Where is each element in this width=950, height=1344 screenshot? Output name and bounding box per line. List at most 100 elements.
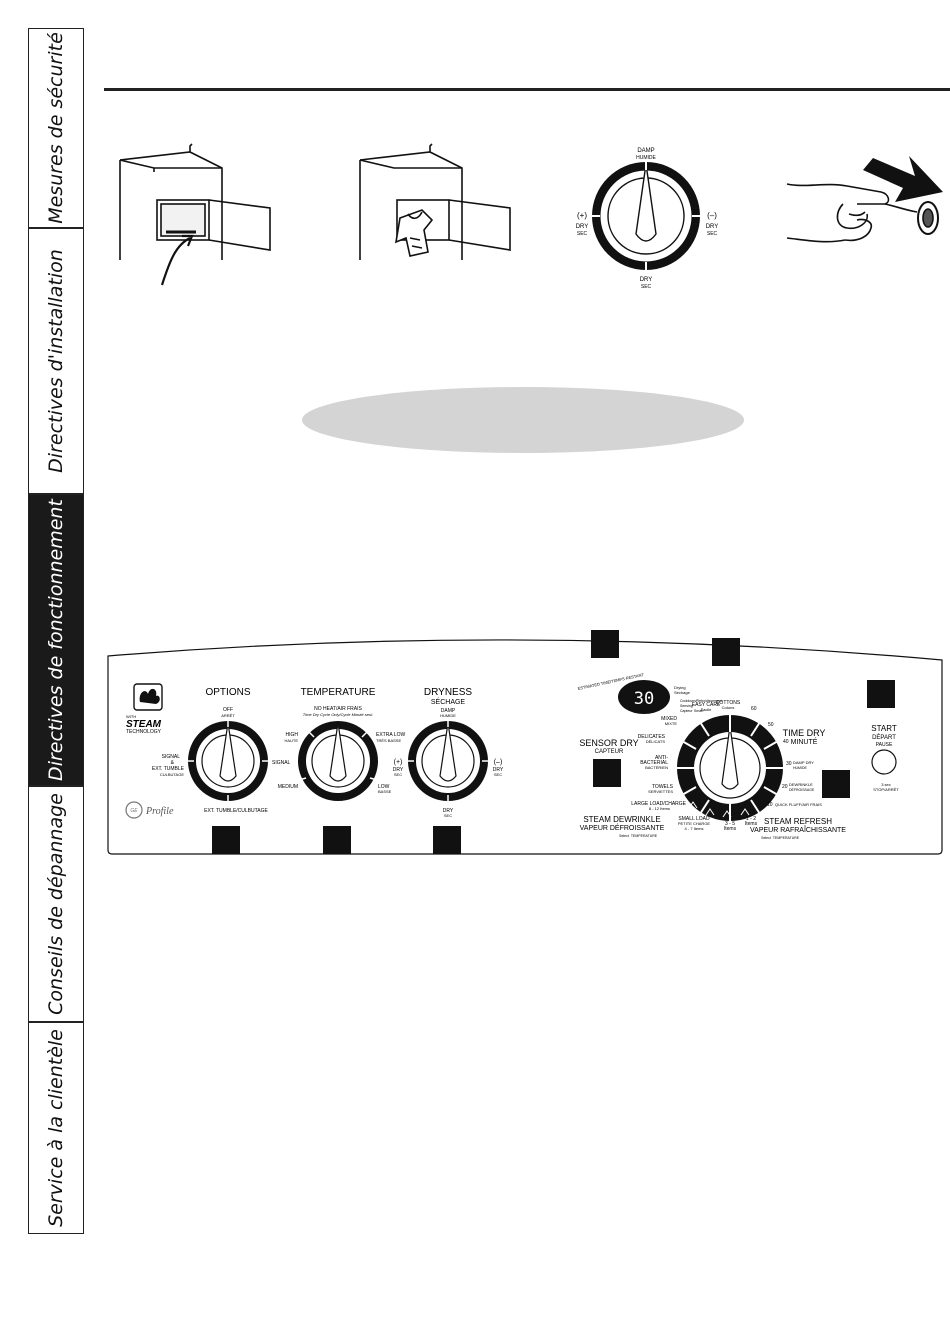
callout-marker (433, 826, 461, 854)
steam-dewrinkle-select: Select (619, 834, 629, 838)
side-tabs: Mesures de sécurité Directives d'install… (28, 28, 86, 1234)
time-20: 20 (782, 784, 788, 790)
start-button[interactable] (871, 749, 897, 775)
temperature-noheat: NO HEAT/AIR FRAIS (314, 706, 362, 712)
dryness-title2: SÉCHAGE (431, 697, 466, 706)
tab-directives-installation[interactable]: Directives d'installation (28, 228, 84, 494)
pause-label: PAUSE (876, 742, 893, 748)
callout-marker (712, 638, 740, 666)
mini-dial-bottom2: SEC (641, 284, 652, 290)
options-knob[interactable] (187, 720, 269, 802)
cycle-dial[interactable] (677, 715, 783, 821)
cycle-three2: Items (724, 826, 737, 832)
cycle-anti: ANTI- (655, 755, 668, 761)
dryness-dry: DRY (443, 808, 454, 814)
time-dry-label: TIME DRY (783, 728, 826, 738)
mini-dial-right2: DRY (706, 224, 719, 230)
tab-label: Directives d'installation (45, 249, 67, 473)
brand-profile: Profile (145, 806, 174, 817)
dryness-plus3: SEC (394, 772, 402, 777)
dryness-minus3: SEC (494, 772, 502, 777)
tab-label: Mesures de sécurité (45, 32, 67, 224)
callout-marker (591, 630, 619, 658)
cycle-bacterien: BACTÉRIEN (645, 765, 668, 770)
cycle-cottons: COTTONS (716, 700, 741, 706)
tab-conseils-depannage[interactable]: Conseils de dépannage (28, 786, 84, 1022)
time-fluff: QUICK FLUFF/AIR FRAIS (775, 802, 822, 807)
mini-dial-left2: DRY (576, 224, 589, 230)
cycle-towels: TOWELS (652, 784, 674, 790)
callout-marker (593, 759, 621, 787)
dryness-plus2: DRY (393, 767, 404, 773)
tab-service-clientele[interactable]: Service à la clientèle (28, 1022, 84, 1234)
brand-ge: GE (130, 808, 138, 814)
cycle-cooldown: Cooldown/Refroidissement (680, 699, 722, 703)
callout-marker (323, 826, 351, 854)
temperature-extralow: EXTRA LOW (376, 732, 405, 738)
mini-dial-right: (–) (707, 211, 717, 220)
cycle-sensing: Sensing (680, 704, 693, 708)
display-value: 30 (634, 689, 654, 709)
cycle-bacterial: BACTERIAL (640, 760, 668, 766)
dryness-dial-illustration: DAMP HUMIDE (+) DRY SEC (–) DRY SEC DRY … (576, 148, 719, 290)
tab-mesures-de-securite[interactable]: Mesures de sécurité (28, 28, 84, 228)
time-40: 40 (783, 739, 789, 745)
cycle-easycare: EASY CARE (692, 702, 721, 708)
tab-label: Directives de fonctionnement (45, 499, 67, 781)
options-culbutage: CULBUTAGE (160, 772, 184, 777)
cycle-one2: Items (745, 821, 758, 827)
options-off: OFF (223, 707, 233, 713)
options-off2: ARRÊT (221, 713, 235, 718)
steam-refresh-label: STEAM REFRESH (764, 817, 832, 826)
time-50: 50 (768, 722, 774, 728)
temperature-medium: MEDIUM (278, 784, 298, 790)
time-10: 10 (767, 802, 773, 808)
temperature-knob[interactable] (298, 721, 378, 801)
steam-refresh-temp: TEMPERATURE (773, 836, 800, 840)
time-dewrinkle: DEWRINKLE (789, 782, 813, 787)
mini-dial-top2: HUMIDE (636, 155, 656, 161)
callout-marker (867, 680, 895, 708)
cycle-delicates: DELICATES (638, 734, 666, 740)
options-signal-right: SIGNAL (272, 760, 291, 766)
highlight-oval (302, 387, 744, 453)
options-ext-tumble: EXT. TUMBLE (152, 766, 185, 772)
depart-label: DÉPART (872, 734, 896, 741)
dryer-lint-filter-illustration (119, 143, 271, 286)
mini-dial-bottom: DRY (640, 277, 653, 283)
time-60: 60 (751, 706, 757, 712)
sensor-dry-label: SENSOR DRY (579, 738, 638, 748)
mini-dial-right3: SEC (707, 231, 718, 237)
cycle-mixte: MIXTE (665, 721, 678, 726)
temperature-high: HIGH (286, 732, 299, 738)
brand-with: WITH (126, 714, 136, 719)
display-sechage: Séchage (674, 690, 691, 695)
cycle-mixed: MIXED (661, 716, 677, 722)
tab-label: Conseils de dépannage (45, 793, 67, 1015)
stop-label: STOP/ARRÊT (873, 787, 899, 792)
cycle-small3: 4 - 7 Items (685, 826, 704, 831)
dryness-minus2: DRY (493, 767, 504, 773)
steam-dewrinkle-label: STEAM DEWRINKLE (583, 815, 660, 824)
dryness-plus: (+) (394, 759, 403, 766)
steam-refresh-select: Select (761, 836, 771, 840)
cycle-one: 1 - 2 (746, 816, 756, 822)
temperature-extralow2: TRÈS BASSE (376, 738, 401, 743)
display-drying: Drying (674, 685, 686, 690)
dryness-knob[interactable] (407, 720, 489, 802)
tab-directives-fonctionnement[interactable]: Directives de fonctionnement (28, 494, 84, 786)
dryness-minus: (–) (494, 759, 503, 766)
dryer-loading-illustration (359, 143, 511, 260)
cycle-small: SMALL LOAD (678, 816, 710, 822)
cycle-delicat: DÉLICATS (646, 739, 666, 744)
callout-marker (212, 826, 240, 854)
brand-technology: TECHNOLOGY (126, 729, 162, 735)
dryness-damp2: HUMIDE (440, 713, 456, 718)
options-signal-left: SIGNAL (162, 754, 181, 760)
time-30: 30 (786, 761, 792, 767)
vapeur-defroissante-label: VAPEUR DÉFROISSANTE (580, 823, 665, 832)
cycle-three: 3 - 5 (725, 821, 735, 827)
cycle-serviettes: SERVIETTES (648, 789, 673, 794)
cycle-capteur: Capteur (680, 709, 693, 713)
mini-dial-top: DAMP (637, 148, 654, 154)
